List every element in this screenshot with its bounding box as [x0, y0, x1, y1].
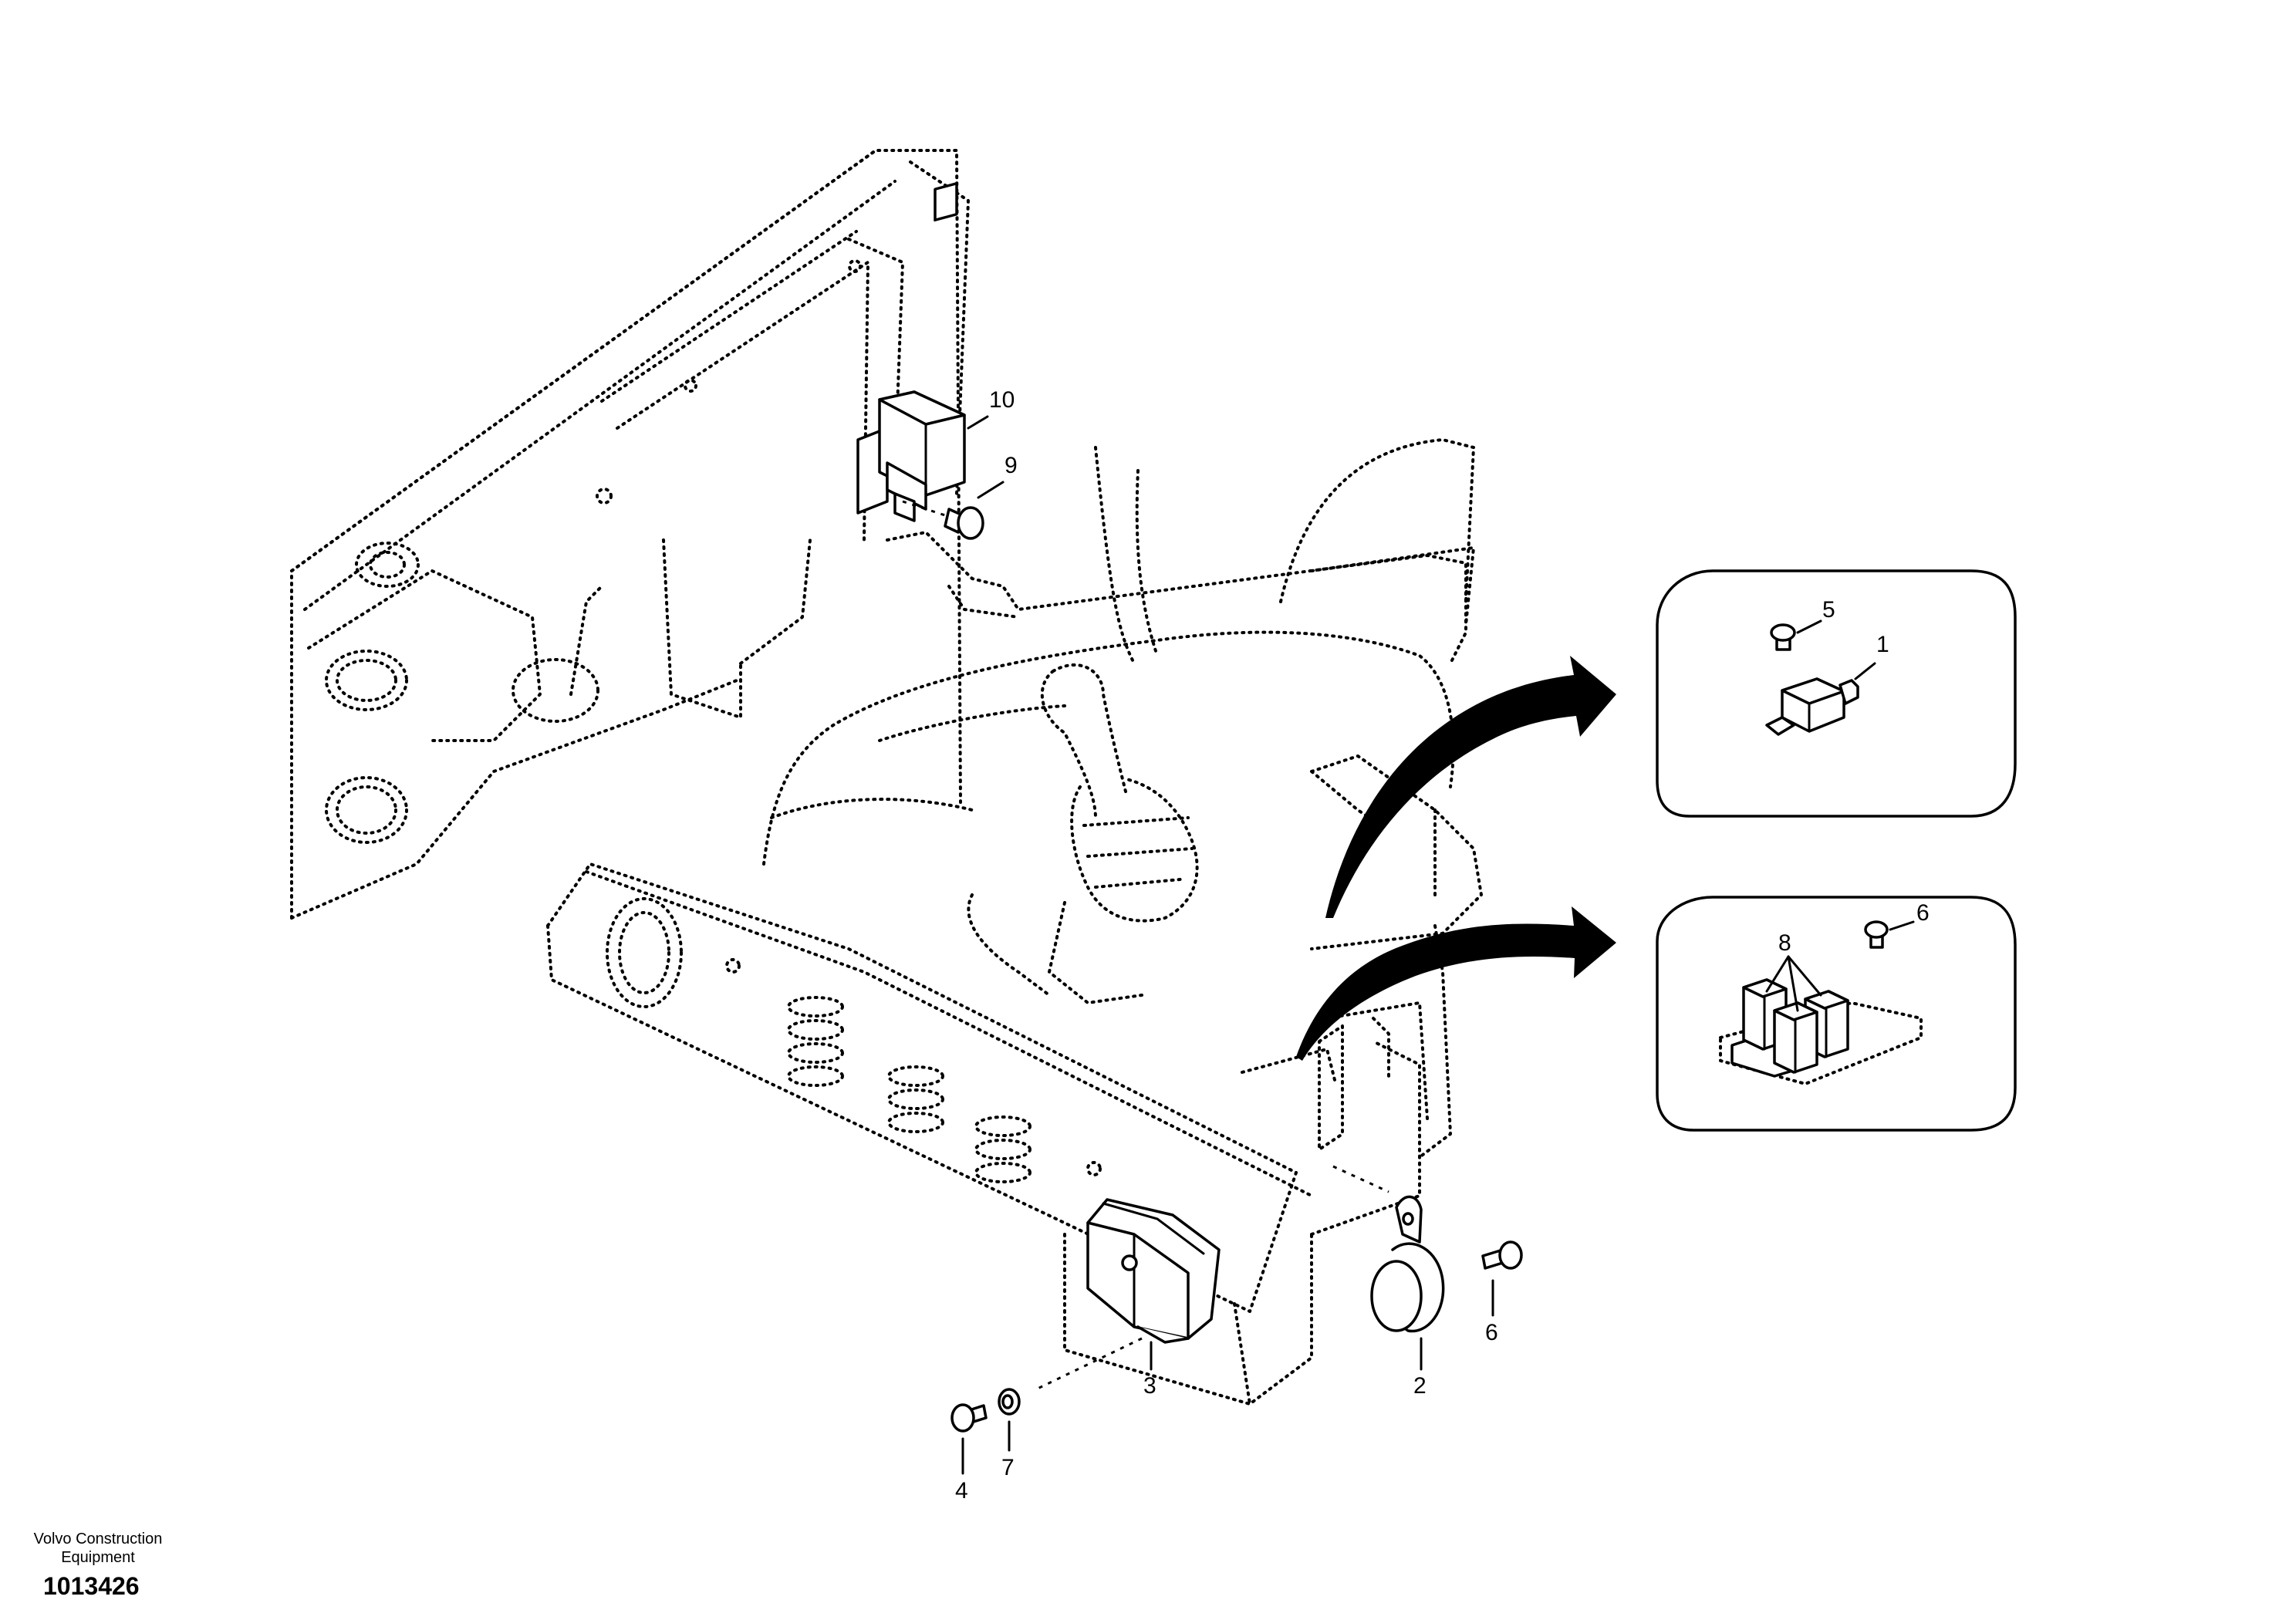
- horn-part-2: [1332, 1165, 1445, 1333]
- callout-6-lower: 6: [1485, 1320, 1498, 1345]
- bolt-part-6-lower: [1481, 1240, 1523, 1270]
- screw-part-9: [902, 500, 984, 540]
- callout-4: 4: [955, 1478, 968, 1504]
- callout-10: 10: [989, 387, 1015, 413]
- relay-block-part-8: [1719, 955, 1923, 1085]
- callout-labels: 10 9 5 1 8 6 3 2 6 4 7: [955, 387, 1930, 1504]
- callout-9: 9: [1004, 453, 1018, 478]
- base-frame-outline: [546, 862, 1452, 1406]
- company-name: Volvo Construction Equipment: [33, 1531, 163, 1566]
- callout-6-detail: 6: [1916, 900, 1930, 926]
- relay-part-10: [856, 181, 966, 522]
- callout-2: 2: [1413, 1373, 1427, 1399]
- detail-arrow-upper: [1325, 656, 1616, 918]
- callout-3: 3: [1143, 1373, 1156, 1399]
- switch-part-1: [1765, 662, 1876, 736]
- control-unit-part-3: [1037, 1198, 1221, 1390]
- machine-frame-outline: [290, 149, 970, 920]
- bolt-part-4: [950, 1403, 988, 1433]
- washer-part-7: [998, 1388, 1021, 1416]
- callout-8: 8: [1778, 930, 1791, 956]
- detail-arrow-lower: [1296, 906, 1616, 1061]
- seat-outline: [762, 438, 1483, 950]
- leader-lines: [961, 415, 1494, 1475]
- callout-7: 7: [1001, 1455, 1015, 1480]
- joystick-outline: [967, 663, 1199, 1004]
- drawing-number: 1013426: [43, 1572, 140, 1600]
- callout-1: 1: [1876, 632, 1889, 657]
- screw-part-6-detail: [1864, 920, 1915, 949]
- screw-part-5: [1770, 619, 1822, 651]
- callout-5: 5: [1822, 597, 1835, 623]
